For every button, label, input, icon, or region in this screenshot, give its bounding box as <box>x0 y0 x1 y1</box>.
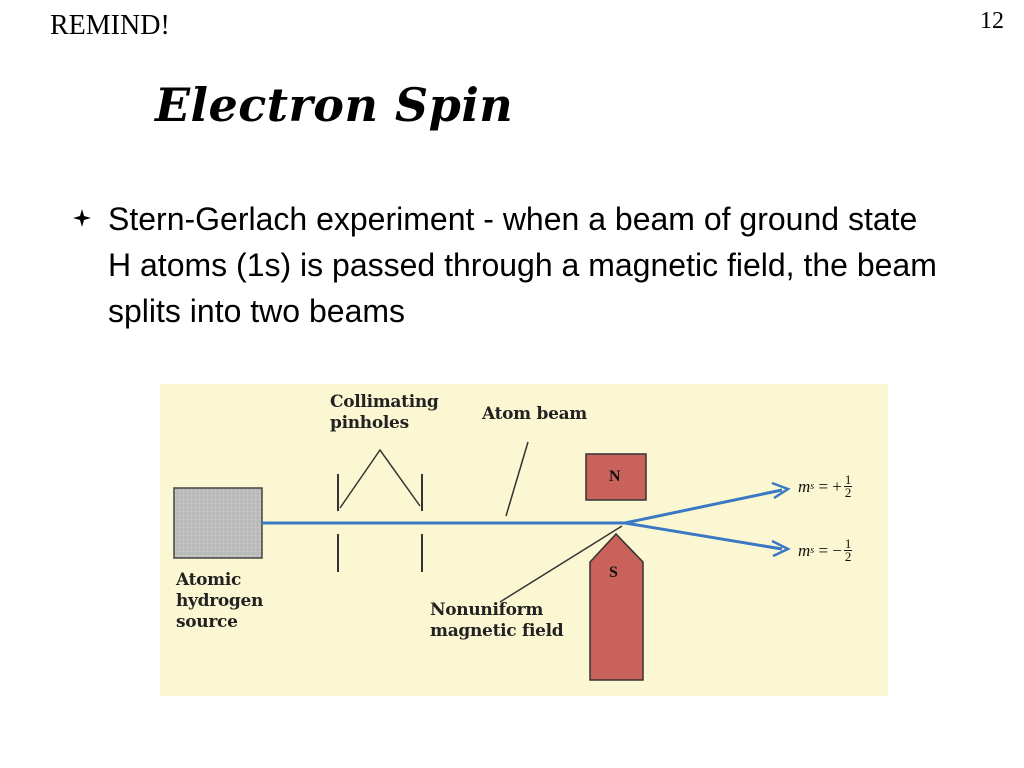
north-label: N <box>609 468 621 485</box>
ms-plus-symbol: m <box>798 476 811 496</box>
hydrogen-source-box <box>173 487 263 559</box>
field-pointer <box>499 525 623 603</box>
atom-beam-pointer <box>505 441 529 517</box>
ms-plus-numerator: 1 <box>843 472 853 487</box>
diamond-quad-icon <box>73 209 91 227</box>
stern-gerlach-diagram: Collimating pinholes Atom beam Atomic hy… <box>160 384 888 696</box>
field-label: Nonuniform magnetic field <box>430 600 564 642</box>
source-label-line1: Atomic <box>176 570 242 590</box>
arrowhead-up <box>771 481 791 500</box>
south-magnet <box>589 532 644 681</box>
collimating-label: Collimating pinholes <box>330 392 439 434</box>
collimating-label-line1: Collimating <box>330 392 439 412</box>
north-magnet <box>585 453 647 501</box>
arrowhead-down <box>771 539 791 558</box>
split-beam-down <box>624 521 783 551</box>
field-label-line2: magnetic field <box>430 621 564 641</box>
field-label-line1: Nonuniform <box>430 600 544 620</box>
bullet-text: Stern-Gerlach experiment - when a beam o… <box>108 201 937 329</box>
source-label: Atomic hydrogen source <box>176 570 263 633</box>
ms-minus-sign: = − <box>818 540 842 560</box>
remind-label: REMIND! <box>50 10 170 41</box>
source-label-line2: hydrogen <box>176 591 264 611</box>
collimating-label-line2: pinholes <box>330 413 409 433</box>
south-label: S <box>609 564 618 581</box>
slide-title: Electron Spin <box>155 78 514 132</box>
diagram-drawing <box>173 441 791 681</box>
atom-beam-label: Atom beam <box>482 404 587 424</box>
ms-plus-sign: = + <box>818 476 842 496</box>
split-beam-up <box>624 488 783 525</box>
source-label-line3: source <box>176 612 238 632</box>
ms-plus-denominator: 2 <box>844 485 852 500</box>
collimating-pointer <box>339 448 421 509</box>
ms-plus-subscript: s <box>810 481 815 492</box>
ms-minus-subscript: s <box>810 545 815 556</box>
page-number: 12 <box>980 8 1004 34</box>
ms-minus-denominator: 2 <box>844 549 852 564</box>
ms-minus-symbol: m <box>798 540 811 560</box>
ms-minus-numerator: 1 <box>843 536 853 551</box>
bullet-item: Stern-Gerlach experiment - when a beam o… <box>72 196 972 334</box>
